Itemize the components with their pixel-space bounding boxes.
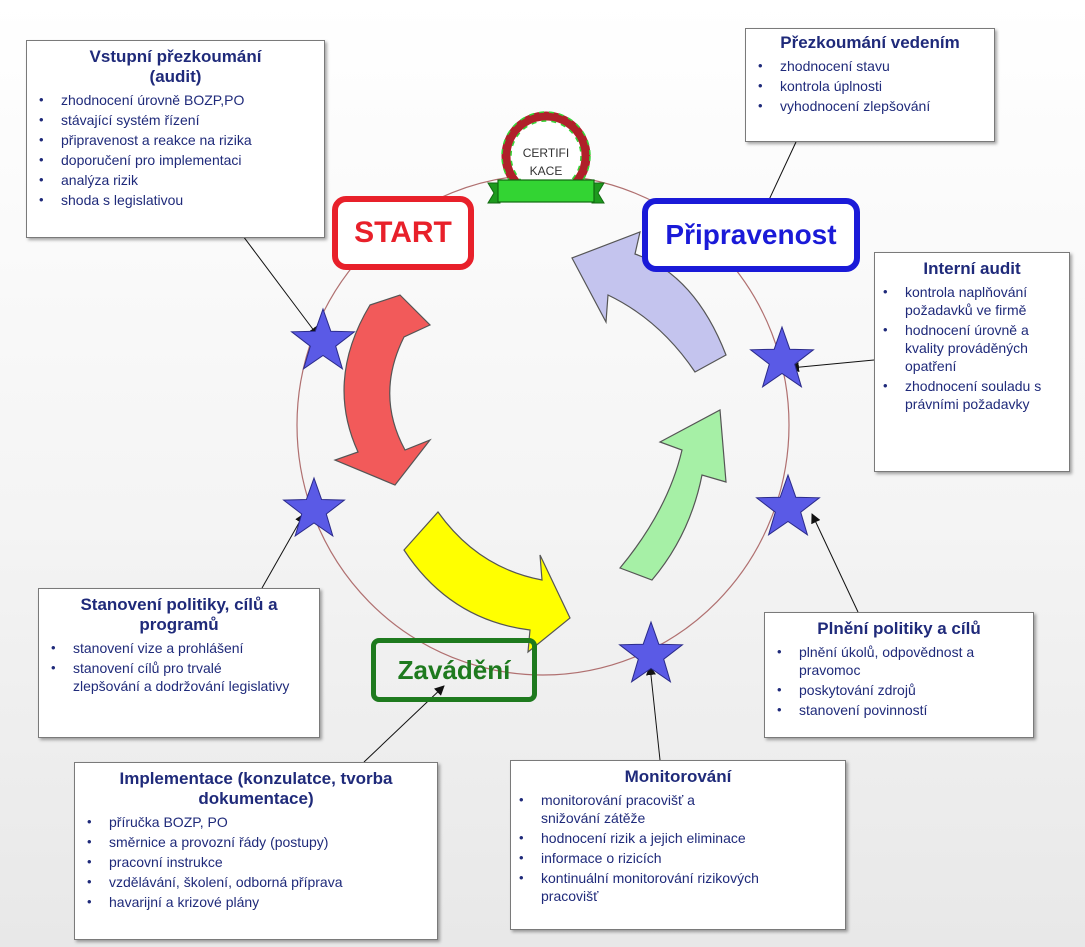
list-item: vzdělávání, školení, odborná příprava (87, 873, 429, 891)
connector-line (261, 513, 305, 589)
star-icon (749, 325, 815, 389)
list-item: zhodnocení úrovně BOZP,PO (39, 91, 316, 109)
list-item: zhodnocení stavu (758, 57, 986, 75)
list-item: analýza rizik (39, 171, 316, 189)
list-item: zhodnocení souladu s právními požadavky (883, 377, 1063, 413)
box-stanoveni-title-line1: Stanovení politiky, cílů a (80, 595, 278, 614)
box-implementace-title: Implementace (konzulatce, tvorba dokumen… (83, 769, 429, 809)
list-item: poskytování zdrojů (777, 681, 1025, 699)
box-prezkoumani-list: zhodnocení stavu kontrola úplnosti vyhod… (754, 57, 986, 115)
certification-seal-icon: CERTIFI KACE (487, 111, 605, 204)
phase-start-label: START (354, 216, 452, 249)
connector-line (645, 665, 661, 761)
yellow-arrow (403, 511, 571, 654)
list-item: směrnice a provozní řády (postupy) (87, 833, 429, 851)
box-prezkoumani-vedenim: Přezkoumání vedením zhodnocení stavu kon… (745, 28, 995, 142)
box-stanoveni-title: Stanovení politiky, cílů a programů (47, 595, 311, 635)
box-vstupni-list: zhodnocení úrovně BOZP,PO stávající syst… (35, 91, 316, 209)
list-item: stanovení cílů pro trvalé zlepšování a d… (51, 659, 311, 695)
list-item: havarijní a krizové plány (87, 893, 429, 911)
star-icon (618, 620, 684, 684)
phase-start: START (332, 196, 474, 270)
list-item: příručka BOZP, PO (87, 813, 429, 831)
phase-pripravenost: Připravenost (642, 198, 860, 272)
box-implementace: Implementace (konzulatce, tvorba dokumen… (74, 762, 438, 940)
box-interni-audit: Interní audit kontrola naplňování požada… (874, 252, 1070, 472)
star-icon (290, 307, 356, 371)
box-monitorovani-title: Monitorování (624, 767, 732, 786)
list-item: pracovní instrukce (87, 853, 429, 871)
phase-pripravenost-label: Připravenost (665, 219, 837, 250)
green-arrow (619, 409, 727, 581)
list-item: vyhodnocení zlepšování (758, 97, 986, 115)
box-stanoveni-title-line2: programů (139, 615, 219, 634)
box-interni-list: kontrola naplňování požadavků ve firmě h… (881, 283, 1063, 413)
list-item: kontrola úplnosti (758, 77, 986, 95)
box-stanoveni-list: stanovení vize a prohlášení stanovení cí… (47, 639, 311, 695)
list-item: kontrola naplňování požadavků ve firmě (883, 283, 1063, 319)
box-implementace-list: příručka BOZP, PO směrnice a provozní řá… (83, 813, 429, 911)
box-prezkoumani-title: Přezkoumání vedením (780, 33, 960, 52)
box-vstupni-title: Vstupní přezkoumání (audit) (35, 47, 316, 87)
star-icon (282, 476, 346, 538)
box-plneni-list: plnění úkolů, odpovědnost a pravomoc pos… (773, 643, 1025, 719)
star-icon (755, 473, 821, 537)
list-item: shoda s legislativou (39, 191, 316, 209)
red-arrow (333, 294, 432, 486)
list-item: informace o rizicích (519, 849, 837, 867)
seal-text-line1: CERTIFI (523, 146, 569, 160)
phase-zavadeni-label: Zavádění (397, 654, 511, 685)
list-item: připravenost a reakce na rizika (39, 131, 316, 149)
list-item: stanovení povinností (777, 701, 1025, 719)
box-implementace-title-line1: Implementace (konzulatce, tvorba (119, 769, 393, 788)
box-vstupni-prezkoumani: Vstupní přezkoumání (audit) zhodnocení ú… (26, 40, 325, 238)
list-item: plnění úkolů, odpovědnost a pravomoc (777, 643, 1025, 679)
list-item: stávající systém řízení (39, 111, 316, 129)
connector-line (789, 359, 875, 373)
list-item: hodnocení úrovně a kvality prováděných o… (883, 321, 1063, 375)
box-vstupni-title-line1: Vstupní přezkoumání (89, 47, 262, 66)
box-monitorovani-list: monitorování pracovišť a snižování zátěž… (519, 791, 837, 905)
list-item: monitorování pracovišť a snižování zátěž… (519, 791, 837, 827)
lavender-arrow (571, 231, 727, 373)
list-item: stanovení vize a prohlášení (51, 639, 311, 657)
phase-zavadeni: Zavádění (371, 638, 537, 702)
box-implementace-title-line2: dokumentace) (198, 789, 314, 808)
box-interni-title: Interní audit (923, 259, 1021, 278)
box-stanoveni-politiky: Stanovení politiky, cílů a programů stan… (38, 588, 320, 738)
box-plneni-politiky: Plnění politiky a cílů plnění úkolů, odp… (764, 612, 1034, 738)
seal-text-line2: KACE (530, 164, 563, 178)
box-monitorovani: Monitorování monitorování pracovišť a sn… (510, 760, 846, 930)
list-item: hodnocení rizik a jejich eliminace (519, 829, 837, 847)
connector-line (239, 231, 319, 337)
list-item: doporučení pro implementaci (39, 151, 316, 169)
list-item: kontinuální monitorování rizikových prac… (519, 869, 837, 905)
box-vstupni-title-line2: (audit) (149, 67, 202, 86)
connector-line (811, 513, 859, 613)
box-plneni-title: Plnění politiky a cílů (817, 619, 981, 638)
